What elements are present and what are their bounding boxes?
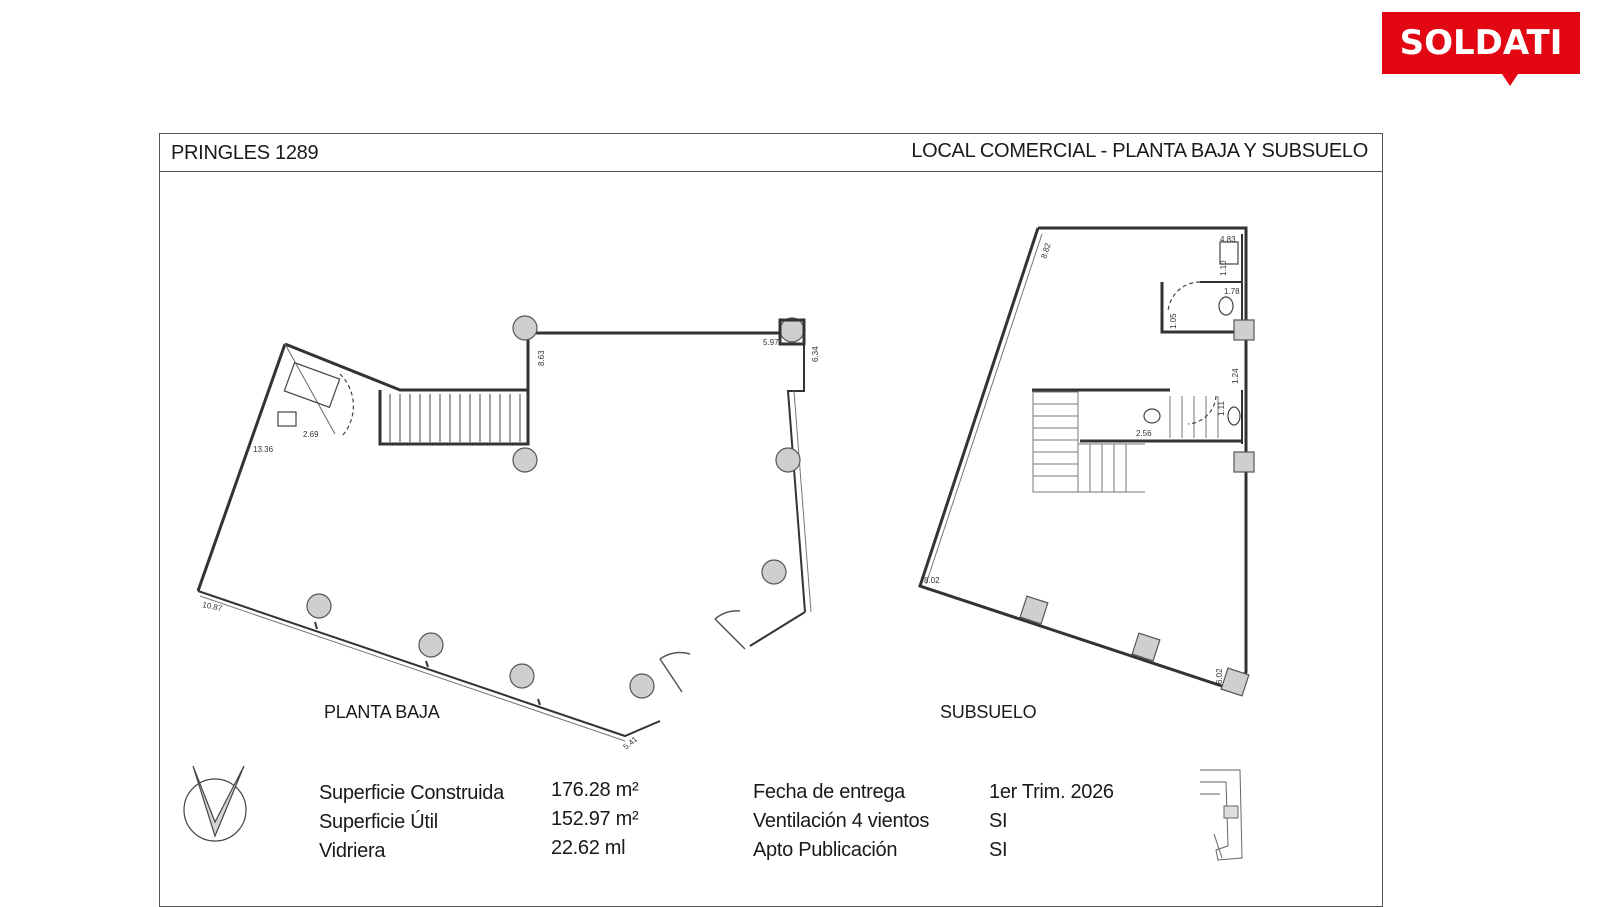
ground-floor-columns [306, 315, 805, 699]
specs-labels: Superficie Construida Superficie Útil Vi… [319, 779, 504, 866]
dim-label: 1.24 [1231, 368, 1240, 384]
dim-label: 13.36 [253, 445, 274, 454]
basement-upper-bathroom [1160, 282, 1242, 334]
spec-value: 152.97 m² [551, 808, 639, 830]
plans-drawing: 13.36 2.69 8.63 5.97 6.34 10.87 5.41 8.8… [183, 226, 1255, 861]
basement-label: SUBSUELO [940, 702, 1037, 722]
spec-label: Vidriera [319, 840, 386, 862]
dim-label: 8.63 [537, 350, 546, 366]
north-arrow-icon [183, 765, 247, 842]
spec-label: Superficie Útil [319, 811, 438, 833]
ground-floor-bathroom [277, 361, 354, 437]
site-plan-icon [1200, 769, 1243, 861]
ground-floor-stair-wall [378, 390, 530, 446]
property-address: PRINGLES 1289 [171, 142, 319, 164]
dim-label: 8.02 [924, 576, 940, 585]
detail-label: Ventilación 4 vientos [753, 810, 930, 832]
dim-label: 8.82 [1039, 242, 1053, 260]
detail-label: Fecha de entrega [753, 781, 905, 803]
spec-label: Superficie Construida [319, 782, 504, 804]
ground-floor-stairs [389, 394, 521, 442]
basement-outer-walls [918, 226, 1248, 692]
specs-values: 176.28 m² 152.97 m² 22.62 ml [551, 776, 639, 863]
dim-label: 2.56 [1136, 429, 1152, 438]
brand-logo: SOLDATI [1382, 12, 1580, 74]
ground-floor-plan [196, 331, 812, 742]
detail-label: Apto Publicación [753, 839, 898, 861]
detail-value: SI [989, 810, 1008, 832]
dim-label: 6.02 [1215, 668, 1224, 684]
basement-fixtures [1143, 241, 1241, 426]
detail-value: SI [989, 839, 1008, 861]
dim-label: 4.83 [1220, 235, 1236, 244]
dim-label: 10.87 [202, 600, 224, 613]
dim-label: 1.11 [1217, 400, 1226, 416]
floor-plan-sheet: PRINGLES 1289 LOCAL COMERCIAL - PLANTA B… [159, 133, 1383, 907]
details-values: 1er Trim. 2026 SI SI [989, 778, 1114, 865]
ground-floor-west-wall [196, 343, 287, 592]
spec-value: 22.62 ml [551, 837, 626, 859]
dim-label: 5.41 [622, 734, 640, 751]
detail-value: 1er Trim. 2026 [989, 781, 1114, 803]
dim-label: 1.05 [1169, 313, 1178, 329]
dim-label: 2.69 [303, 430, 319, 439]
ground-floor-label: PLANTA BAJA [324, 702, 440, 722]
dim-label: 1.78 [1224, 287, 1240, 296]
sheet-title: LOCAL COMERCIAL - PLANTA BAJA Y SUBSUELO [911, 140, 1368, 162]
ground-floor-south-wall [197, 590, 661, 738]
details-labels: Fecha de entrega Ventilación 4 vientos A… [753, 778, 929, 865]
ground-floor-southeast-wall [749, 611, 806, 647]
dim-label: 1.10 [1219, 260, 1228, 276]
sheet-header: PRINGLES 1289 LOCAL COMERCIAL - PLANTA B… [160, 134, 1382, 172]
dim-label: 6.34 [811, 346, 820, 362]
dim-label: 5.97 [763, 338, 779, 347]
basement-stairs [1032, 391, 1219, 493]
basement-columns [1019, 319, 1255, 697]
ground-floor-east-wall [786, 333, 806, 613]
ground-floor-entry-doors [659, 610, 746, 693]
spec-value: 176.28 m² [551, 779, 639, 801]
brand-logo-tail [1502, 74, 1518, 86]
basement-plan [918, 226, 1248, 692]
